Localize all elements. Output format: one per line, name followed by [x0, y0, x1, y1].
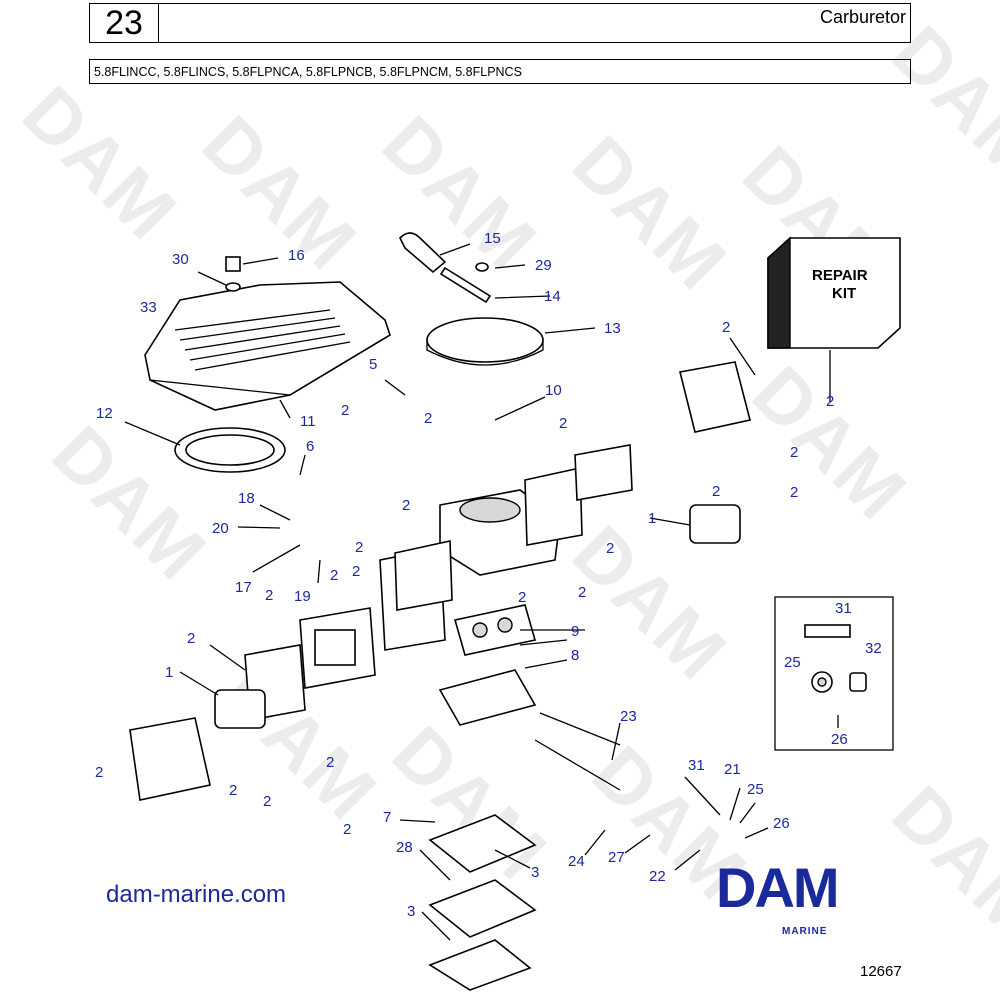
callout: 3: [407, 903, 415, 920]
callout: 2: [790, 444, 798, 461]
callout: 21: [724, 761, 741, 778]
washer: [225, 282, 241, 292]
callout: 28: [396, 839, 413, 856]
screw: [225, 256, 241, 272]
callout: 2: [518, 589, 526, 606]
callout: 6: [306, 438, 314, 455]
callout: 2: [606, 540, 614, 557]
callout: 2: [341, 402, 349, 419]
callout: 23: [620, 708, 637, 725]
flame-arrestor: [144, 281, 391, 411]
reference-number: 12667: [860, 963, 902, 980]
fuel-bowl-left: [129, 717, 211, 801]
fuel-bowl: [679, 361, 751, 433]
model-list: 5.8FLINCC, 5.8FLINCS, 5.8FLPNCA, 5.8FLPN…: [89, 59, 911, 84]
callout: 2: [826, 393, 834, 410]
callout: 24: [568, 853, 585, 870]
callout: 26: [773, 815, 790, 832]
callout: 2: [790, 484, 798, 501]
callout: 33: [140, 299, 157, 316]
metering-plate: [524, 467, 583, 546]
vent-tube: [439, 266, 492, 304]
callout: 7: [383, 809, 391, 826]
callout: 2: [343, 821, 351, 838]
callout: 2: [578, 584, 586, 601]
callout: 2: [402, 497, 410, 514]
callout: 1: [165, 664, 173, 681]
callout: 30: [172, 251, 189, 268]
lever: [804, 624, 851, 638]
callout: 2: [187, 630, 195, 647]
callout: 1: [648, 510, 656, 527]
callout: 2: [95, 764, 103, 781]
float-bowl: [214, 689, 266, 729]
bushing: [849, 672, 867, 692]
base-gasket: [428, 814, 537, 873]
detail-inset: [774, 596, 894, 751]
callout: 20: [212, 520, 229, 537]
repair-kit: REPAIR KIT: [767, 236, 901, 349]
callout: 5: [369, 356, 377, 373]
vent-hose: [399, 232, 447, 274]
callout: 2: [424, 410, 432, 427]
callout: 2: [355, 539, 363, 556]
callout: 2: [330, 567, 338, 584]
callout: 11: [300, 413, 316, 430]
gasket: [574, 444, 633, 501]
repair-kit-label: KIT: [832, 285, 856, 302]
callout: 15: [484, 230, 501, 247]
website-link[interactable]: dam-marine.com: [106, 881, 287, 908]
callout: 2: [326, 754, 334, 771]
callout: 10: [545, 382, 562, 399]
throttle-shaft: [539, 712, 621, 746]
page-title: Carburetor: [159, 3, 911, 43]
callout: 18: [238, 490, 255, 507]
callout: 13: [604, 320, 621, 337]
callout: 2: [229, 782, 237, 799]
repair-kit-label: REPAIR: [812, 267, 868, 284]
callout: 2: [559, 415, 567, 432]
callout: 2: [712, 483, 720, 500]
gasket-ring-inner: [185, 434, 275, 466]
nut: [475, 262, 489, 272]
callout: 2: [352, 563, 360, 580]
brand-logo: DAM: [716, 856, 840, 919]
callout: 19: [294, 588, 311, 605]
callout: 22: [649, 868, 666, 885]
callout: 26: [831, 731, 848, 748]
callout: 2: [722, 319, 730, 336]
callout: 16: [288, 247, 305, 264]
callout: 8: [571, 647, 579, 664]
callout: 27: [608, 849, 625, 866]
callout: 3: [531, 864, 539, 881]
callout: 17: [235, 579, 252, 596]
section-number: 23: [89, 3, 159, 43]
callout: 31: [835, 600, 852, 617]
callout: 32: [865, 640, 882, 657]
base-gasket: [428, 879, 537, 938]
callout: 2: [263, 793, 271, 810]
callout: 29: [535, 257, 552, 274]
callout: 12: [96, 405, 113, 422]
base-gasket: [428, 939, 532, 991]
metering-plate: [394, 540, 453, 611]
float-bowl: [689, 504, 741, 544]
callout: 9: [571, 623, 579, 640]
callout: 2: [265, 587, 273, 604]
callout: 31: [688, 757, 705, 774]
callout: 14: [544, 288, 561, 305]
throttle-shaft: [534, 739, 621, 791]
callout: 25: [747, 781, 764, 798]
callout: 25: [784, 654, 801, 671]
brand-subtitle: MARINE: [782, 926, 828, 937]
